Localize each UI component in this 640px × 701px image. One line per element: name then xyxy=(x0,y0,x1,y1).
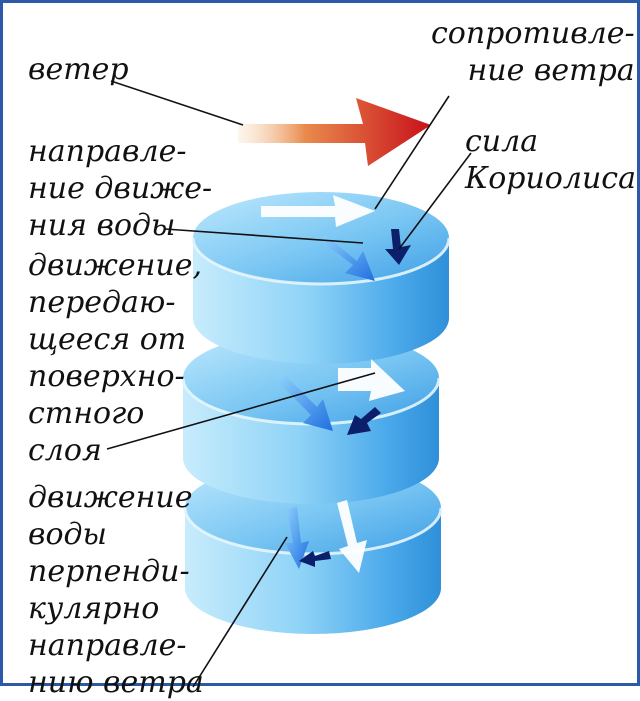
wind-resistance-label: сопротивле- ние ветра xyxy=(431,15,635,89)
water-layer-top xyxy=(193,192,449,364)
transmitted-motion-label: движение, передаю- щееся от поверхно- ст… xyxy=(28,247,202,469)
wind-arrow xyxy=(238,98,431,166)
coriolis-force-label: сила Кориолиса xyxy=(465,123,636,197)
perpendicular-motion-label: движение воды перпенди- кулярно направле… xyxy=(28,479,204,701)
diagram-frame: ветер сопротивле- ние ветра направле- ни… xyxy=(0,0,640,686)
water-direction-label: направле- ние движе- ния воды xyxy=(28,133,212,244)
wind-leader-line xyxy=(111,81,243,125)
wind-label: ветер xyxy=(28,51,129,88)
